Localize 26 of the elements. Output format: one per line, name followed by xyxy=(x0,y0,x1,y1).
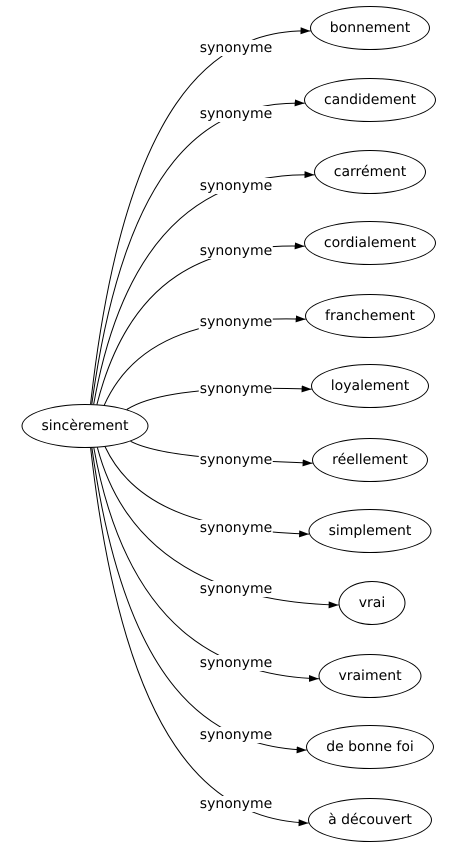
word-label: vrai xyxy=(358,595,386,611)
word-label: carrément xyxy=(334,164,406,180)
edge-label: synonyme xyxy=(198,581,274,598)
word-label: candidement xyxy=(324,92,416,108)
edge-label: synonyme xyxy=(198,520,274,536)
edge-label: synonyme xyxy=(198,727,274,744)
word-label: vraiment xyxy=(338,668,402,684)
edge-label: synonyme xyxy=(198,106,274,122)
arrow xyxy=(90,28,312,405)
word-label: sincèrement xyxy=(41,418,129,434)
arrow xyxy=(90,447,310,826)
edge-label: synonyme xyxy=(198,178,274,194)
word-label: simplement xyxy=(328,523,412,539)
word-label: loyalement xyxy=(330,378,410,394)
word-label: bonnement xyxy=(330,20,410,36)
word-label: à découvert xyxy=(328,812,412,828)
word-label: franchement xyxy=(325,308,415,324)
arrow xyxy=(91,100,306,405)
word-label: de bonne foi xyxy=(326,739,414,755)
word-label: réellement xyxy=(332,452,408,468)
edge-label: synonyme xyxy=(198,655,274,672)
arrow xyxy=(91,447,308,753)
edge-label: synonyme xyxy=(198,243,274,260)
edge-label: synonyme xyxy=(198,796,274,812)
word-label: cordialement xyxy=(324,235,416,251)
edge-label: synonyme xyxy=(198,40,274,56)
